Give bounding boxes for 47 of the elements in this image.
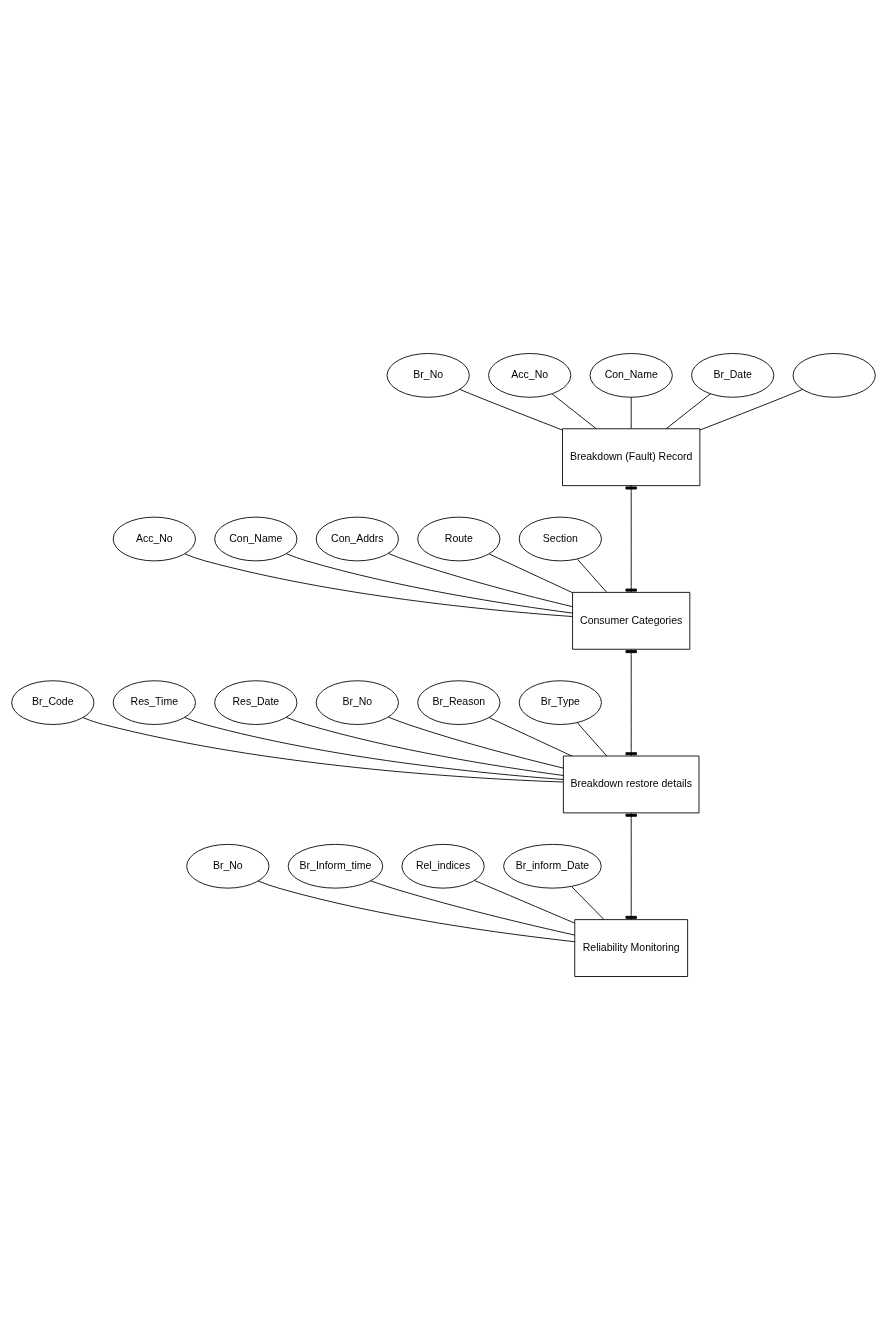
node-ellipse	[792, 353, 876, 398]
node-box: Breakdown (Fault) Record	[562, 428, 701, 487]
node-ellipse: Res_Time	[112, 680, 196, 725]
node-ellipse: Con_Name	[589, 353, 673, 398]
connector	[459, 389, 563, 431]
node-ellipse: Con_Addrs	[315, 516, 399, 562]
connector	[388, 716, 564, 769]
connector	[551, 393, 597, 430]
node-ellipse: Br_Date	[691, 353, 775, 398]
node-ellipse: Br_No	[315, 680, 399, 725]
node-ellipse: Con_Name	[214, 516, 298, 562]
node-ellipse: Acc_No	[488, 353, 572, 398]
connector	[184, 717, 564, 780]
node-ellipse: Br_Type	[518, 680, 602, 725]
node-box: Consumer Categories	[572, 591, 691, 650]
node-ellipse: Br_No	[186, 843, 270, 889]
connector	[577, 558, 608, 593]
node-ellipse: Br_Code	[11, 680, 95, 725]
connector	[577, 722, 608, 757]
connector	[285, 553, 573, 614]
node-ellipse: Section	[518, 516, 602, 562]
connector	[571, 886, 605, 920]
connector	[699, 389, 803, 431]
node-ellipse: Br_No	[386, 353, 470, 398]
connector	[388, 553, 573, 608]
node-ellipse: Res_Date	[214, 680, 298, 725]
node-ellipse: Br_Reason	[417, 680, 501, 725]
connector	[625, 485, 637, 593]
node-ellipse: Acc_No	[112, 516, 196, 562]
connector	[630, 396, 632, 429]
connector	[370, 880, 576, 936]
connector	[474, 880, 575, 924]
connector	[285, 716, 564, 776]
connector	[665, 393, 711, 430]
connector	[625, 649, 637, 757]
connector	[184, 553, 573, 617]
connector	[488, 553, 573, 594]
node-box: Reliability Monitoring	[574, 919, 689, 977]
connector	[82, 717, 564, 783]
node-box: Breakdown restore details	[562, 755, 700, 814]
node-ellipse: Route	[417, 516, 501, 562]
connector	[625, 812, 637, 920]
node-ellipse: Br_Inform_time	[287, 843, 384, 889]
node-ellipse: Rel_indices	[401, 843, 485, 889]
node-ellipse: Br_inform_Date	[503, 843, 602, 889]
connector	[257, 880, 576, 943]
connector	[488, 717, 573, 757]
